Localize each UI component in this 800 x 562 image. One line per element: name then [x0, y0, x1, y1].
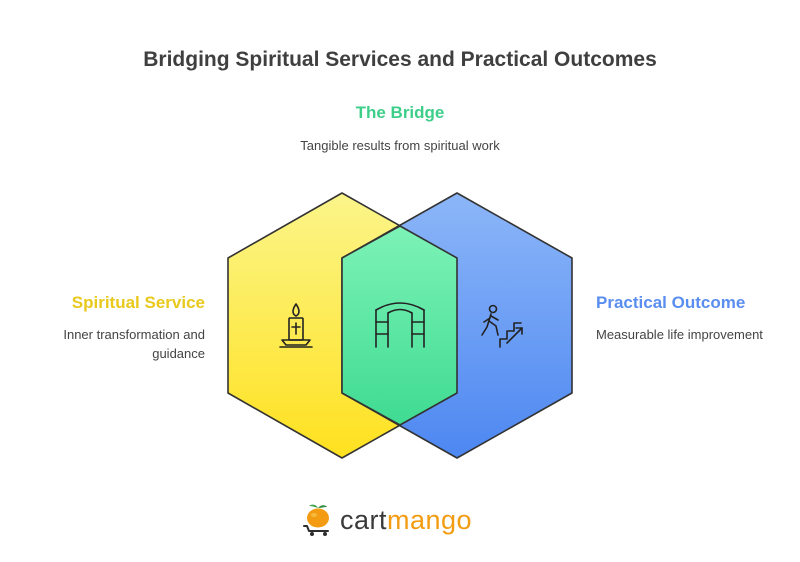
- candle-icon: [279, 303, 313, 348]
- page-title: Bridging Spiritual Services and Practica…: [143, 48, 657, 71]
- bridge-description: Tangible results from spiritual work: [300, 138, 500, 153]
- logo-text-mango: mango: [387, 504, 473, 535]
- practical-outcome-description: Measurable life improvement: [596, 327, 763, 342]
- logo-wordmark: cartmango: [340, 505, 472, 536]
- spiritual-service-description: Inner transformation and guidance: [63, 327, 205, 361]
- spiritual-service-title: Spiritual Service: [71, 293, 205, 312]
- cartmango-logo: cartmango: [302, 500, 472, 540]
- practical-outcome-title: Practical Outcome: [596, 293, 746, 312]
- mango-cart-icon: [303, 504, 329, 536]
- bridge-overlap: [341, 225, 458, 426]
- bridge-title: The Bridge: [355, 103, 445, 122]
- logo-text-cart: cart: [340, 504, 388, 535]
- climbing-stairs-icon: [481, 304, 523, 348]
- arch-bridge-icon: [375, 302, 425, 348]
